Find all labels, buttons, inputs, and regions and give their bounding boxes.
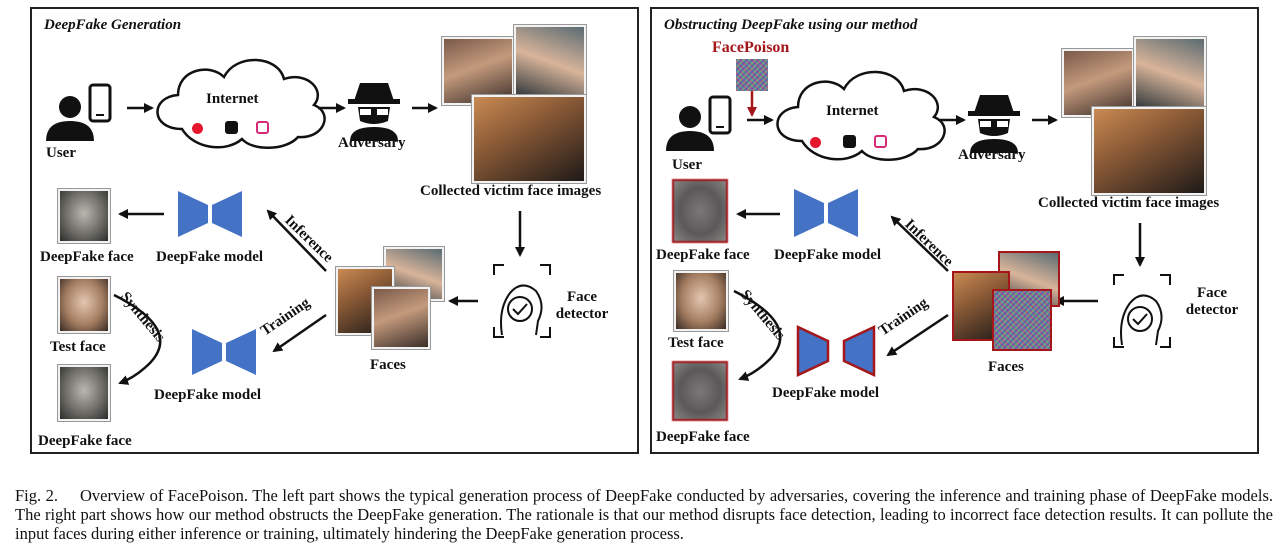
deepfake-model-bottom-icon [796,325,876,377]
test-face-label: Test face [668,335,724,351]
face-crop-3 [372,287,430,349]
panel-obstructing-deepfake: Obstructing DeepFake using our method [650,7,1259,454]
deepfake-model-top-icon [794,189,858,237]
facepoison-noise-image [736,59,768,91]
panel-title: DeepFake Generation [44,17,182,33]
face-crop-3 [992,289,1052,351]
deepfake-face-bottom-label: DeepFake face [656,429,750,445]
deepfake-model-bottom-label: DeepFake model [772,385,880,401]
adversary-label: Adversary [338,135,406,151]
weibo-icon [192,123,203,134]
diagram-graphics [46,58,551,385]
deepfake-model-bottom-icon [192,329,256,375]
faces-label: Faces [988,359,1024,375]
collected-images-label: Collected victim face images [1038,195,1220,211]
victim-photo-3 [472,95,586,183]
deepfake-face-top-label: DeepFake face [656,247,750,263]
user-label: User [46,145,76,161]
tiktok-icon [843,135,856,148]
face-detector-label-line2: detector [1185,302,1239,318]
deepfake-face-top-image [672,179,728,243]
adversary-icon [348,83,400,141]
deepfake-face-bottom-image [58,365,110,421]
internet-label: Internet [206,91,259,107]
adversary-icon [968,95,1020,153]
face-detector-label-line1: Face [1197,285,1227,301]
victim-photo-3 [1092,107,1206,195]
adversary-label: Adversary [958,147,1026,163]
diagram-graphics [666,70,1171,381]
face-detector-label-line2: detector [555,306,609,322]
test-face-image [674,271,728,331]
deepfake-face-top-image [58,189,110,243]
deepfake-model-top-icon [178,191,242,237]
instagram-icon [874,135,887,148]
faces-label: Faces [370,357,406,373]
victim-photo-2 [514,25,586,99]
face-detector-label-line1: Face [567,289,597,305]
internet-label: Internet [826,103,879,119]
face-detector-icon [1113,274,1171,348]
collected-images-label: Collected victim face images [420,183,602,199]
internet-cloud-icon [156,58,326,149]
victim-photo-1 [1062,49,1134,117]
deepfake-face-top-label: DeepFake face [40,249,134,265]
user-icon [666,95,732,151]
facepoison-label: FacePoison [712,39,790,56]
figure-caption: Fig. 2.Overview of FacePoison. The left … [15,486,1273,543]
panel-deepfake-generation: DeepFake Generation [30,7,639,454]
deepfake-face-bottom-label: DeepFake face [38,433,132,449]
caption-text: Overview of FacePoison. The left part sh… [15,486,1273,543]
figure-number: Fig. 2. [15,486,59,505]
user-label: User [672,157,702,173]
tiktok-icon [225,121,238,134]
face-detector-label: Face detector [552,289,612,323]
deepfake-model-top-label: DeepFake model [156,249,264,265]
test-face-label: Test face [50,339,106,355]
face-detector-label: Face detector [1174,285,1250,319]
weibo-icon [810,137,821,148]
victim-photo-2 [1134,37,1206,111]
instagram-icon [256,121,269,134]
panel-title: Obstructing DeepFake using our method [664,17,918,33]
deepfake-face-bottom-image [672,361,728,421]
face-detector-icon [493,264,551,338]
test-face-image [58,277,110,333]
deepfake-model-bottom-label: DeepFake model [154,387,262,403]
deepfake-model-top-label: DeepFake model [774,247,882,263]
internet-cloud-icon [776,70,946,161]
user-icon [46,83,112,141]
